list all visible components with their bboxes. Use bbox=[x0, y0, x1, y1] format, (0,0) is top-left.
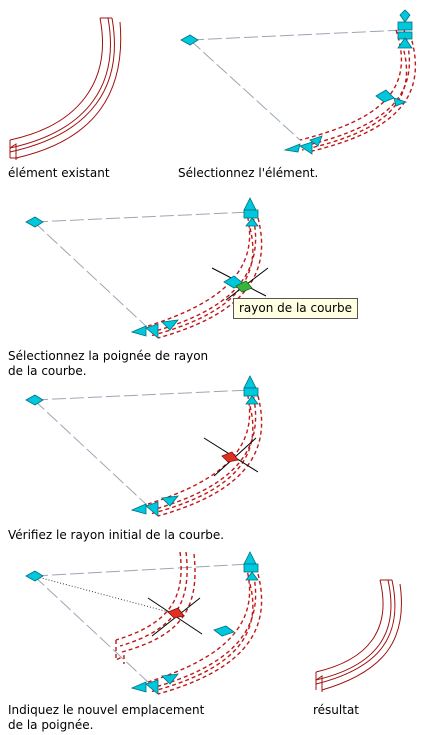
caption-indicate-location-line1: Indiquez le nouvel emplacement bbox=[8, 703, 205, 717]
caption-indicate-location-line2: de la poignée. bbox=[8, 718, 94, 732]
caption-result: résultat bbox=[313, 703, 360, 717]
grip-icons bbox=[180, 9, 413, 155]
result-curved-wall bbox=[315, 579, 402, 692]
indicate-location-panel bbox=[25, 551, 263, 695]
caption-verify-radius: Vérifiez le rayon initial de la courbe. bbox=[8, 528, 225, 542]
select-grip-panel bbox=[25, 197, 269, 339]
existing-curved-wall bbox=[9, 17, 122, 160]
guide-lines bbox=[189, 29, 406, 141]
caption-select-grip-line2: de la courbe. bbox=[8, 364, 87, 378]
radius-tooltip: rayon de la courbe bbox=[233, 298, 358, 319]
caption-existing-element: élément existant bbox=[8, 166, 110, 180]
select-element-panel bbox=[180, 9, 417, 155]
verify-radius-panel bbox=[25, 375, 263, 517]
hot-grip-icon bbox=[221, 451, 239, 463]
caption-select-element: Sélectionnez l'élément. bbox=[178, 166, 319, 180]
caption-select-grip-line1: Sélectionnez la poignée de rayon bbox=[8, 349, 209, 363]
active-grip-icon bbox=[235, 280, 253, 293]
rubber-band-line bbox=[33, 575, 177, 615]
preview-curve bbox=[115, 551, 196, 664]
selected-curved-wall bbox=[299, 29, 417, 153]
